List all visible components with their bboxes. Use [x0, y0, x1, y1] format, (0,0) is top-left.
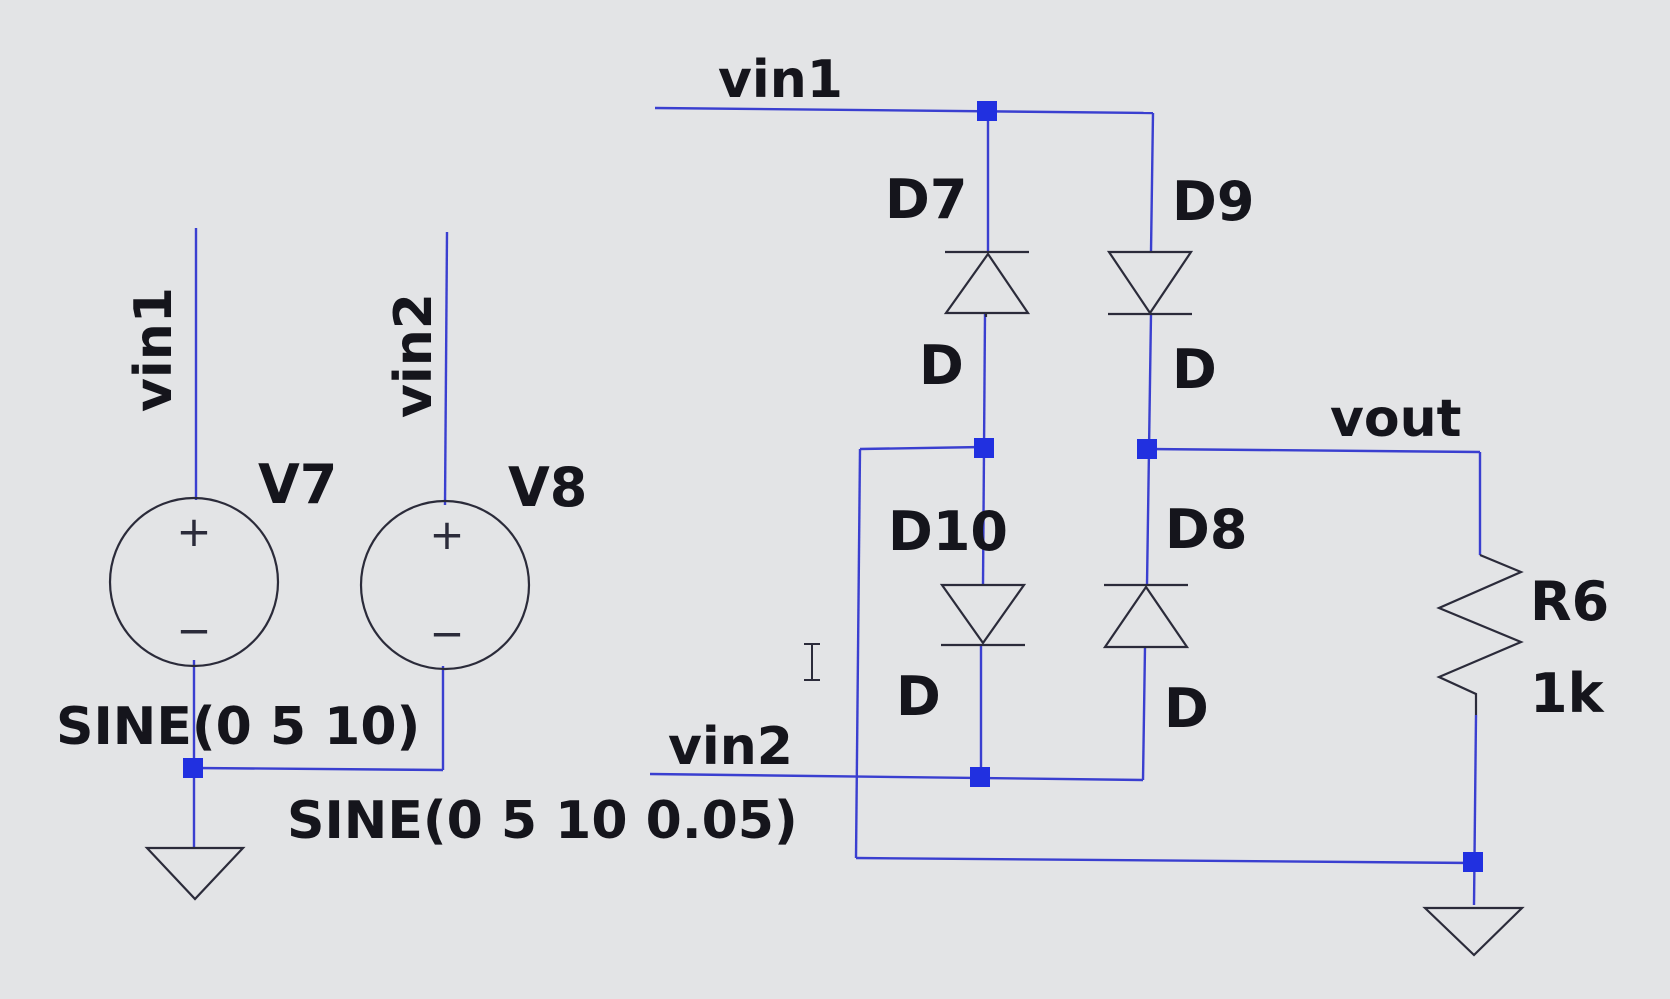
wire-d9-anode	[1149, 112, 1155, 253]
wire-r6-bottom	[1472, 714, 1478, 906]
ground-right-symbol	[1422, 906, 1525, 957]
v8-minus-sign: −	[429, 609, 464, 658]
wire-vin2-bottom	[649, 772, 1144, 782]
junction-d7-d10	[974, 438, 994, 458]
diode-d8-model[interactable]: D	[1164, 677, 1209, 740]
diode-d10-model[interactable]: D	[896, 665, 941, 728]
resistor-r6-value[interactable]: 1k	[1530, 662, 1605, 725]
diode-d7-symbol[interactable]	[943, 250, 1031, 317]
diode-d8-symbol[interactable]	[1102, 583, 1190, 649]
labels: vin1 D7 D9 D D D10 D8 D D vout R6 1k vin…	[56, 50, 1609, 851]
source-v7-ref[interactable]: V7	[258, 453, 337, 516]
source-v7-value[interactable]: SINE(0 5 10)	[56, 697, 420, 757]
diode-d7-model[interactable]: D	[919, 334, 964, 397]
diode-d10-ref[interactable]: D10	[888, 500, 1008, 563]
wire-vin1-top	[654, 106, 1154, 115]
net-label-vin1-top[interactable]: vin1	[718, 50, 843, 110]
junction-vin1	[977, 101, 997, 121]
text-cursor-icon	[804, 643, 820, 681]
junction-ground-left	[183, 758, 203, 778]
source-v8-ref[interactable]: V8	[508, 456, 587, 519]
wire-ground-return	[855, 856, 1475, 865]
net-label-vin2-bottom[interactable]: vin2	[668, 717, 793, 777]
v8-plus-sign: +	[429, 510, 464, 559]
diode-d8-ref[interactable]: D8	[1165, 498, 1247, 561]
junctions	[183, 101, 1483, 872]
net-label-vout[interactable]: vout	[1330, 389, 1462, 449]
wire-vout	[1146, 447, 1481, 454]
diode-d9-ref[interactable]: D9	[1172, 170, 1254, 233]
source-v8-symbol[interactable]: + −	[359, 499, 531, 671]
v7-plus-sign: +	[176, 507, 211, 556]
wire-v8-top	[443, 231, 449, 506]
wire-sources-ground	[193, 766, 444, 772]
junction-ground-right	[1463, 852, 1483, 872]
resistor-r6-ref[interactable]: R6	[1530, 570, 1609, 633]
wires	[192, 106, 1482, 906]
wire-d8-anode	[1141, 646, 1147, 781]
net-label-vin2-vertical[interactable]: vin2	[384, 293, 444, 418]
ground-left-symbol	[144, 846, 246, 901]
diode-d7-ref[interactable]: D7	[885, 168, 967, 231]
source-v7-symbol[interactable]: + −	[108, 496, 280, 668]
junction-vout	[1137, 439, 1157, 459]
net-label-vin1-vertical[interactable]: vin1	[124, 287, 184, 412]
resistor-r6-symbol[interactable]	[1436, 553, 1524, 715]
diode-d9-symbol[interactable]	[1106, 250, 1194, 316]
junction-vin2	[970, 767, 990, 787]
source-v8-value[interactable]: SINE(0 5 10 0.05)	[287, 791, 798, 851]
diode-d9-model[interactable]: D	[1172, 338, 1217, 401]
wire-left-bus	[854, 448, 862, 859]
v7-minus-sign: −	[176, 606, 211, 655]
wire-left-bus-top	[859, 445, 984, 451]
diode-d10-symbol[interactable]	[939, 583, 1027, 647]
